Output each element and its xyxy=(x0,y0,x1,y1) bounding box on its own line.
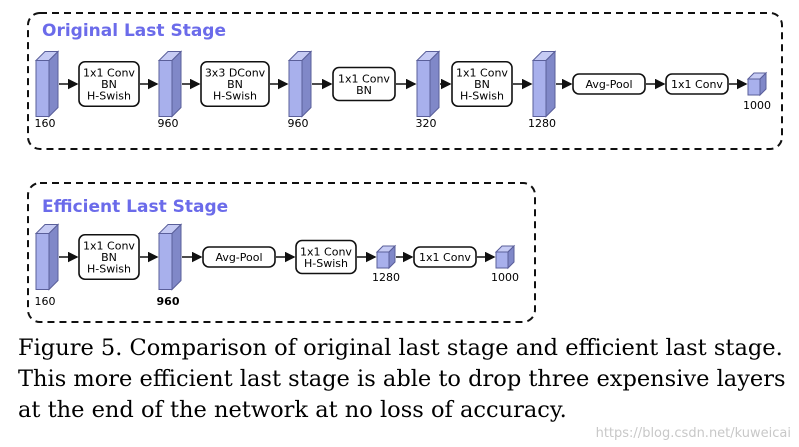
original-stage-border xyxy=(27,12,783,150)
tensor-block xyxy=(157,50,183,118)
dimension-label: 960 xyxy=(158,117,179,130)
dimension-label: 1000 xyxy=(743,99,771,112)
operation-box-line: H-Swish xyxy=(87,263,131,276)
output-cube xyxy=(375,244,397,270)
operation-box-line: Avg-Pool xyxy=(585,78,632,91)
operation-box-line: BN xyxy=(474,78,490,91)
operation-box-line: 1x1 Conv xyxy=(83,240,135,253)
efficient-stage-title: Efficient Last Stage xyxy=(42,197,228,217)
operation-box-line: BN xyxy=(227,78,243,91)
figure-caption: Figure 5. Comparison of original last st… xyxy=(18,335,786,423)
operation-box: Avg-Pool xyxy=(572,73,646,95)
tensor-block xyxy=(34,223,60,291)
operation-box-line: BN xyxy=(101,251,117,264)
operation-box-line: 1x1 Conv xyxy=(419,251,471,264)
tensor-block xyxy=(531,50,557,118)
dimension-label: 960 xyxy=(288,117,309,130)
tensor-block xyxy=(415,50,441,118)
output-cube xyxy=(494,244,516,270)
dimension-label: 1280 xyxy=(372,271,400,284)
operation-box-line: H-Swish xyxy=(304,257,348,270)
operation-box: 1x1 Conv xyxy=(665,73,729,95)
operation-box-line: 3x3 DConv xyxy=(205,67,266,80)
original-stage-title: Original Last Stage xyxy=(42,21,226,41)
operation-box-line: 1x1 Conv xyxy=(338,72,390,85)
output-cube xyxy=(746,71,768,97)
dimension-label: 320 xyxy=(416,117,437,130)
operation-box-line: H-Swish xyxy=(87,90,131,103)
tensor-block xyxy=(157,223,183,291)
dimension-label: 960 xyxy=(157,295,180,308)
dimension-label: 1280 xyxy=(528,117,556,130)
operation-box-line: H-Swish xyxy=(460,90,504,103)
operation-box-line: BN xyxy=(101,78,117,91)
watermark-url: https://blog.csdn.net/kuweicai xyxy=(595,426,791,441)
efficient-stage-border xyxy=(27,182,536,323)
operation-box-line: BN xyxy=(356,84,372,97)
operation-box-line: 1x1 Conv xyxy=(456,67,508,80)
dimension-label: 160 xyxy=(35,117,56,130)
operation-box: 1x1 Conv xyxy=(413,246,477,268)
operation-box-line: 1x1 Conv xyxy=(300,245,352,258)
dimension-label: 160 xyxy=(35,295,56,308)
operation-box: Avg-Pool xyxy=(202,246,276,268)
operation-box-line: 1x1 Conv xyxy=(83,67,135,80)
dimension-label: 1000 xyxy=(491,271,519,284)
tensor-block xyxy=(34,50,60,118)
operation-box-line: 1x1 Conv xyxy=(671,78,723,91)
operation-box-line: H-Swish xyxy=(213,90,257,103)
tensor-block xyxy=(287,50,313,118)
operation-box-line: Avg-Pool xyxy=(215,251,262,264)
